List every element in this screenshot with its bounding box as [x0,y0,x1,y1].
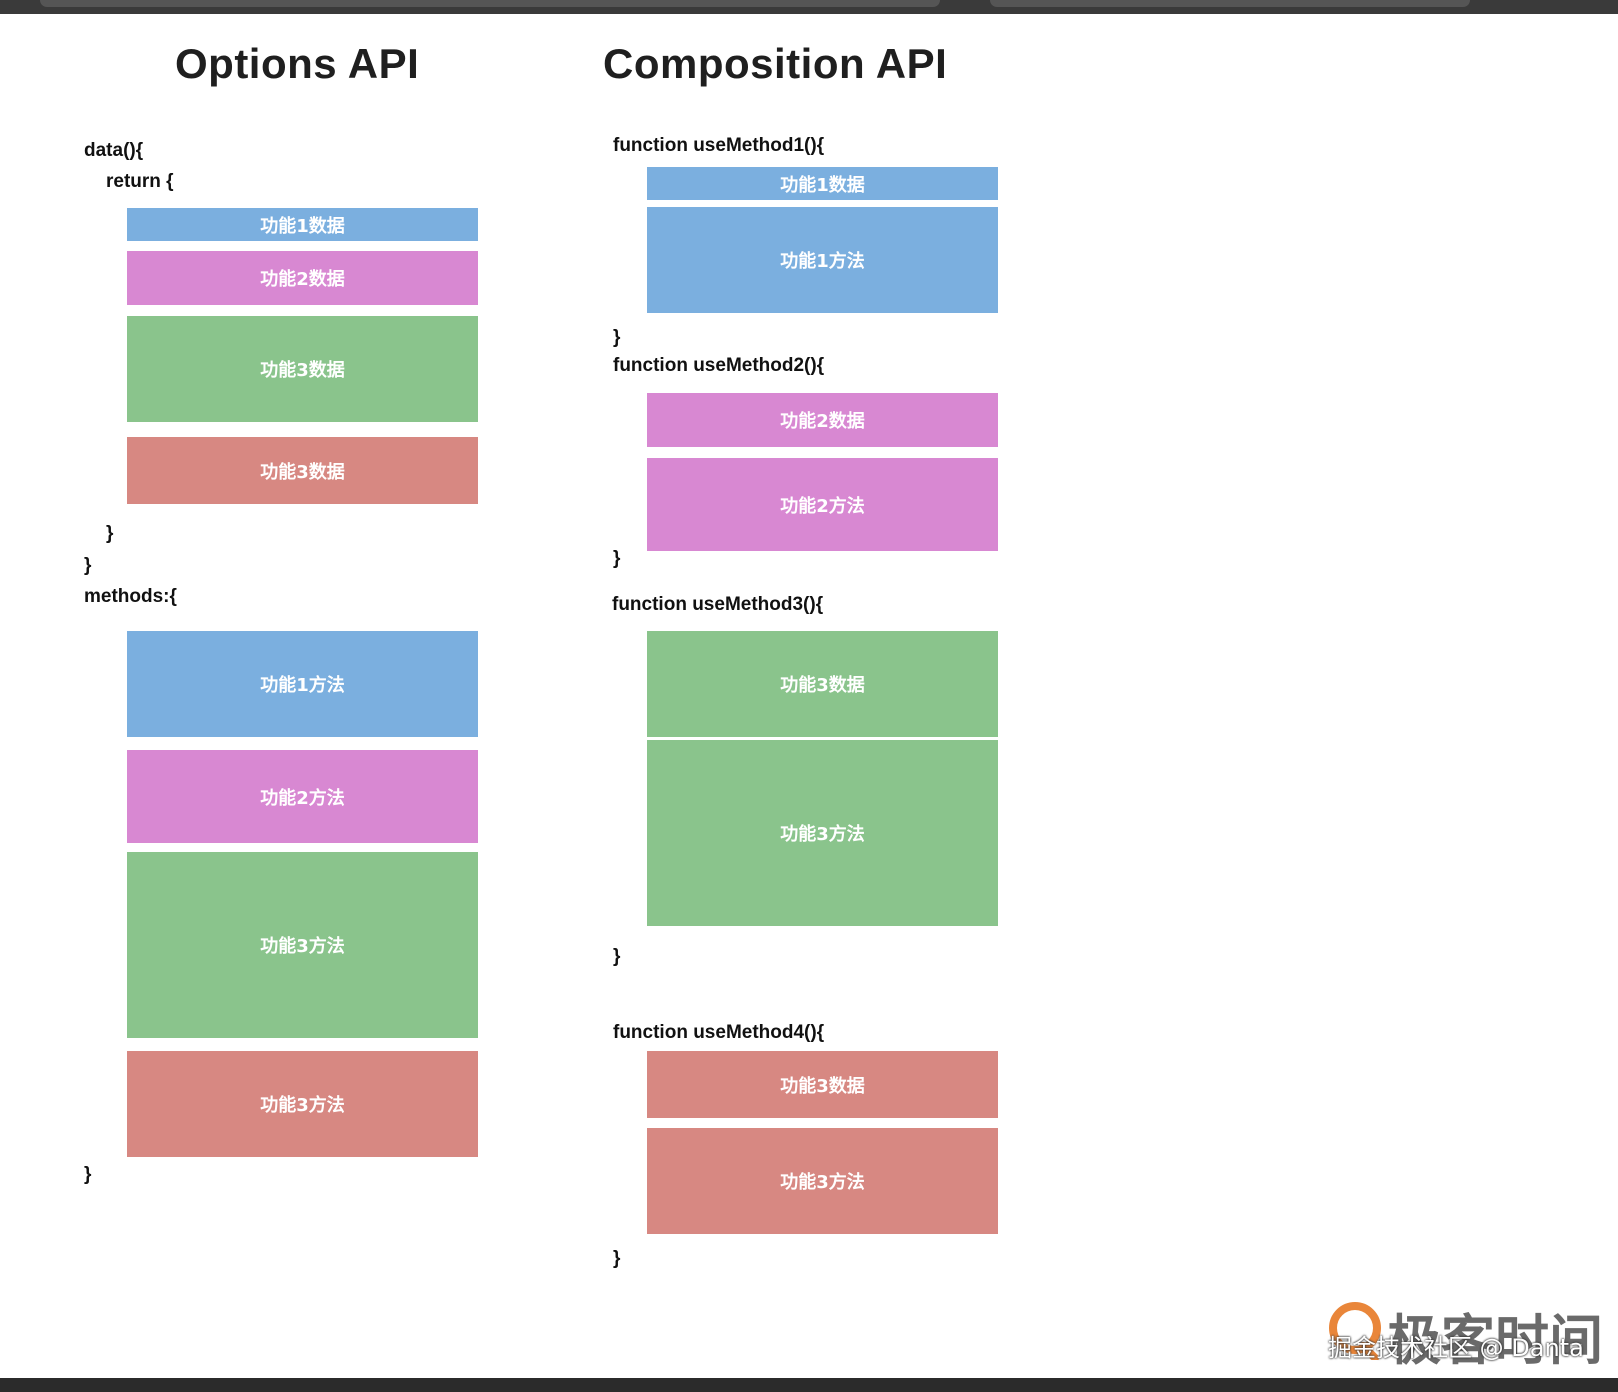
use-method-1-close: } [613,327,621,348]
options-method-block-1: 功能1方法 [127,631,478,737]
options-api-title: Options API [175,40,420,87]
composition-api-title: Composition API [603,40,948,87]
options-data-block-1: 功能1数据 [127,208,478,241]
top-tab-left [40,0,940,7]
use-method-2-data-block: 功能2数据 [647,393,998,447]
use-method-1-header: function useMethod1(){ [613,135,825,156]
use-method-3-data-block: 功能3数据 [647,631,998,737]
use-method-4-header: function useMethod4(){ [613,1022,825,1043]
use-method-1-method-block: 功能1方法 [647,207,998,313]
use-method-3-close: } [613,946,621,967]
data-close-line: } [84,555,92,576]
use-method-1-data-block: 功能1数据 [647,167,998,200]
watermark: 极客时间 掘金技术社区 @ Danta [1325,1296,1615,1372]
options-method-block-3: 功能3方法 [127,852,478,1038]
geektime-logo-icon [1329,1302,1381,1360]
use-method-3-method-block: 功能3方法 [647,740,998,926]
use-method-2-method-block: 功能2方法 [647,458,998,551]
use-method-3-header: function useMethod3(){ [612,594,824,615]
top-tab-right [990,0,1470,7]
watermark-overlay-text: 掘金技术社区 @ Danta [1328,1334,1584,1362]
data-open-line: data(){ [84,140,144,161]
methods-close-line: } [84,1164,92,1185]
use-method-4-close: } [613,1248,621,1269]
window-top-bar [0,0,1618,14]
methods-open-line: methods:{ [84,586,177,607]
window-bottom-bar [0,1378,1618,1392]
options-method-block-4: 功能3方法 [127,1051,478,1157]
options-data-block-3: 功能3数据 [127,316,478,422]
options-data-block-4: 功能3数据 [127,437,478,504]
use-method-4-method-block: 功能3方法 [647,1128,998,1234]
use-method-2-header: function useMethod2(){ [613,355,825,376]
return-open-line: return { [106,171,174,192]
return-close-line: } [106,523,114,544]
use-method-4-data-block: 功能3数据 [647,1051,998,1118]
watermark-brand: 极客时间 [1387,1309,1603,1372]
options-data-block-2: 功能2数据 [127,251,478,305]
options-method-block-2: 功能2方法 [127,750,478,843]
use-method-2-close: } [613,548,621,569]
